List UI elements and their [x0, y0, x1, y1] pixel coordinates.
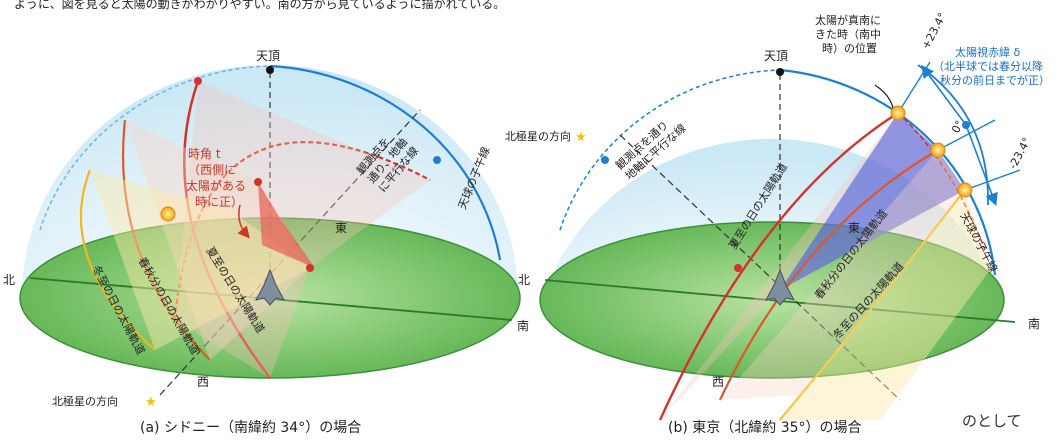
- path-equinox-b: [719, 149, 939, 401]
- decl-dot: [962, 121, 970, 129]
- path-winter-a: [79, 169, 156, 351]
- dome-outline-dashed: [39, 65, 271, 231]
- zenith-label-a: 天頂: [256, 49, 280, 63]
- declination-label-2: （北半球では春分以降: [933, 59, 1043, 73]
- decl-tick-zero: [937, 119, 996, 151]
- top-cut-text: ように、図を見ると太陽の動きがわかりやすい。南の方から見ているように描かれている…: [14, 0, 505, 11]
- path-summer-a: [173, 141, 431, 321]
- hour-angle-label-4: 時に正）: [195, 195, 243, 209]
- hour-dot-a: [254, 178, 262, 186]
- sun-equinox-b: [930, 142, 946, 158]
- path-summer-b-dashed: [897, 112, 986, 251]
- culmination-label-2: きた時（南中: [815, 28, 881, 41]
- polaris-label-b: 北極星の方向: [505, 129, 571, 143]
- south-label-a: 南: [517, 318, 529, 333]
- panel-a: 天頂 北 南 東 西 北極星の方向 ★ 天球の子午線 観測点を 通り、地軸 に平…: [3, 49, 529, 436]
- hour-angle-arrow: [237, 204, 250, 239]
- east-label-a: 東: [335, 221, 347, 235]
- celestial-meridian: [269, 64, 502, 261]
- sun-summer-b: [890, 105, 906, 121]
- observer-icon-a: [255, 268, 285, 306]
- zenith-dot: [266, 66, 274, 74]
- equinox-dot-a: [306, 264, 314, 272]
- hour-angle-label-1: 時角 t: [188, 147, 221, 161]
- observer-icon-b: [765, 268, 795, 306]
- culmination-dot-a: [194, 77, 202, 85]
- hour-angle-wedge: [258, 182, 315, 268]
- deg-zero-label: 0°: [949, 118, 966, 135]
- celestial-meridian-b: [779, 68, 997, 276]
- summer-plane-a: [175, 81, 430, 378]
- panel-b: 天頂 南 北 東 西 北極星の方向 ★ 太陽が真南に きた時（南中 時）の位置 …: [505, 11, 1050, 436]
- path-winter-b: [779, 189, 966, 421]
- caption-b: (b) 東京（北緯約 35°）の場合: [668, 420, 862, 436]
- decl-arrow-down: [965, 124, 998, 206]
- summer-plane-b: [660, 113, 898, 420]
- culmination-pointer: [874, 84, 894, 109]
- hour-angle-label-2: （西側に: [188, 163, 236, 177]
- north-label-b: 北: [518, 273, 530, 287]
- west-label-b: 西: [712, 375, 724, 389]
- hour-angle-label-3: 太陽がある: [186, 178, 246, 193]
- deg-minus-label: -23.4°: [1006, 135, 1033, 171]
- polaris-star-icon-a: ★: [145, 395, 157, 410]
- meridian-dot-b: [601, 156, 609, 164]
- path-equinox-a: [121, 119, 211, 361]
- path-dot-b: [734, 264, 742, 272]
- decl-tick-plus: [897, 61, 931, 114]
- axis-line-b: [619, 134, 901, 401]
- winter-plane-b: [780, 190, 990, 420]
- north-label-a: 北: [3, 273, 15, 287]
- deg-plus-label: +23.4°: [919, 11, 949, 52]
- caption-a: (a) シドニー（南緯約 34°）の場合: [140, 420, 361, 436]
- decl-tick-minus: [964, 169, 1021, 191]
- cutoff-text: のとして: [962, 412, 1022, 430]
- decl-arrow-up: [921, 64, 967, 126]
- east-label-b: 東: [848, 221, 860, 235]
- equinox-plane-a: [125, 120, 310, 360]
- sun-icon-a: [160, 206, 176, 222]
- sun-winter-b: [957, 182, 973, 198]
- path-summer-a-solid: [183, 80, 271, 379]
- winter-plane-a: [90, 170, 310, 350]
- declination-wedge: [780, 113, 965, 290]
- path-summer-b: [658, 111, 899, 421]
- dome-outline-dashed-b: [559, 69, 781, 231]
- south-label-b: 南: [1028, 316, 1040, 331]
- polaris-star-icon-b: ★: [575, 130, 587, 145]
- west-label-a: 西: [197, 375, 209, 389]
- polaris-label-a: 北極星の方向: [52, 394, 118, 408]
- meridian-dot-a: [433, 156, 441, 164]
- zenith-dot-b: [776, 68, 784, 76]
- zenith-label-b: 天頂: [764, 49, 788, 63]
- equinox-plane-b: [720, 150, 965, 400]
- culmination-label-3: 時）の位置: [822, 41, 877, 55]
- culmination-label-1: 太陽が真南に: [815, 13, 881, 27]
- declination-label-3: 秋分の前日までが正）: [940, 73, 1050, 87]
- declination-label-1: 太陽視赤緯 δ: [955, 45, 1020, 59]
